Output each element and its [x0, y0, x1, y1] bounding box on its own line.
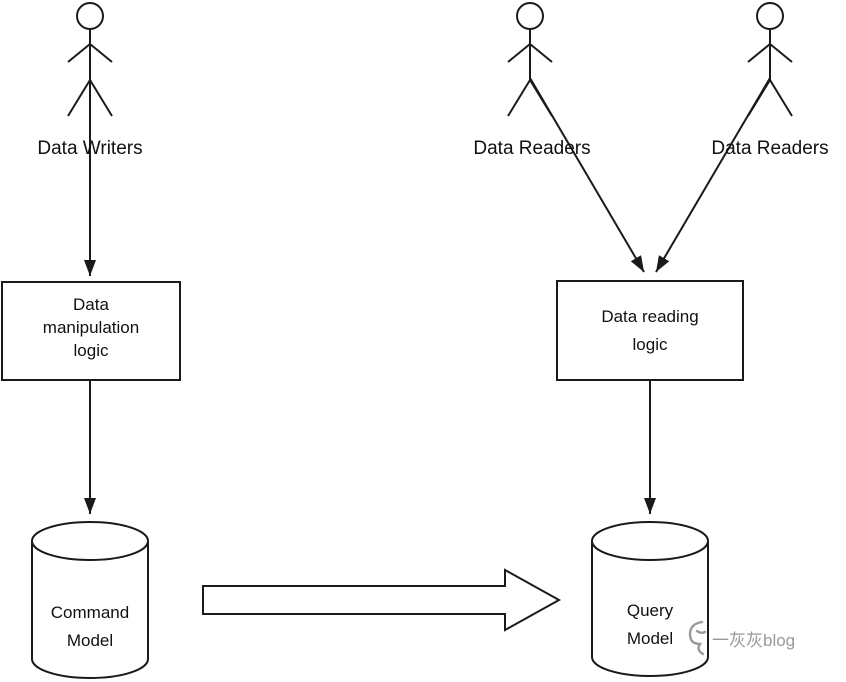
actor-label: Data Readers — [711, 138, 828, 159]
database-label-line: Model — [67, 631, 113, 650]
actor-label: Data Readers — [473, 138, 590, 159]
box-label-line: Data — [73, 295, 109, 314]
box-label-line: logic — [74, 341, 109, 360]
box-label-line: Data reading — [601, 307, 698, 326]
actor-legs-icon — [507, 78, 553, 117]
actor-head-icon — [516, 2, 544, 30]
data-manipulation-logic-box: Data manipulation logic — [1, 281, 181, 381]
watermark-label: 一灰灰blog — [712, 631, 795, 650]
box-label-line: manipulation — [43, 318, 139, 337]
database-cylinder-body-icon — [31, 541, 149, 679]
actor-arms-icon — [67, 42, 113, 63]
actor-legs-icon — [67, 78, 113, 117]
watermark: 一灰灰blog — [688, 620, 795, 656]
database-cylinder-top-icon — [31, 521, 149, 561]
database-label-line: Command — [51, 603, 129, 622]
actor-data-readers-2: Data Readers — [711, 2, 829, 159]
actor-arms-icon — [747, 42, 793, 63]
database-cylinder-body-icon — [591, 541, 709, 677]
box-label-line: logic — [633, 335, 668, 354]
data-reading-logic-box: Data reading logic — [556, 280, 744, 381]
database-cylinder-top-icon — [591, 521, 709, 561]
box-rect — [556, 280, 744, 381]
actor-label: Data Writers — [37, 138, 142, 159]
query-model-database: Query Model — [591, 521, 709, 677]
actor-legs-icon — [747, 78, 793, 117]
database-label-line: Query — [627, 601, 674, 620]
actor-head-icon — [76, 2, 104, 30]
actor-arms-icon — [507, 42, 553, 63]
command-to-query-flow-arrow — [202, 568, 562, 632]
actor-data-writers: Data Writers — [37, 2, 143, 159]
database-label-line: Model — [627, 629, 673, 648]
watermark-logo-icon — [688, 620, 707, 656]
box-rect — [1, 281, 181, 381]
actor-data-readers-1: Data Readers — [473, 2, 591, 159]
actor-head-icon — [756, 2, 784, 30]
command-model-database: Command Model — [31, 521, 149, 679]
